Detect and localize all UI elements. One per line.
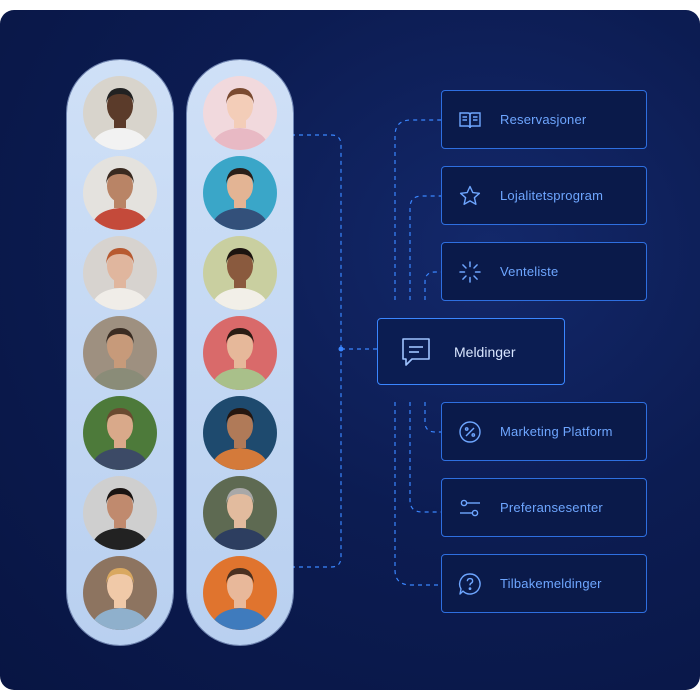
portrait-photo [203,76,277,150]
portrait-photo [83,556,157,630]
people-column-right [187,60,293,645]
hub-card-meldinger[interactable]: Meldinger [377,318,565,385]
service-card-tilbakemeldinger[interactable]: Tilbakemeldinger [441,554,647,613]
help-bubble-icon [458,572,482,596]
connector-top [291,134,342,349]
connector-bottom [291,349,342,568]
integration-diagram: Meldinger Reservasjoner Lojalitetsprogra… [0,10,700,690]
service-card-lojalitetsprogram[interactable]: Lojalitetsprogram [441,166,647,225]
avatar [203,236,277,310]
service-card-preferansesenter[interactable]: Preferansesenter [441,478,647,537]
portrait-photo [83,236,157,310]
portrait-photo [203,316,277,390]
sliders-icon [458,496,482,520]
people-column-left [67,60,173,645]
service-card-marketing-platform[interactable]: Marketing Platform [441,402,647,461]
portrait-photo [203,156,277,230]
avatar [83,476,157,550]
avatar [83,556,157,630]
avatar [203,396,277,470]
portrait-photo [203,396,277,470]
service-label: Preferansesenter [500,500,603,515]
portrait-photo [203,476,277,550]
portrait-photo [203,556,277,630]
service-label: Tilbakemeldinger [500,576,602,591]
avatar [203,76,277,150]
service-card-reservasjoner[interactable]: Reservasjoner [441,90,647,149]
service-label: Marketing Platform [500,424,613,439]
avatar [203,156,277,230]
avatar [83,76,157,150]
avatar [83,316,157,390]
portrait-photo [83,76,157,150]
loading-icon [458,260,482,284]
connector-lojalitet [409,195,441,300]
connector-tilbake [394,402,441,586]
service-label: Lojalitetsprogram [500,188,604,203]
service-card-venteliste[interactable]: Venteliste [441,242,647,301]
hub-label: Meldinger [454,343,516,360]
portrait-photo [83,476,157,550]
connector-preferanse [409,402,441,513]
message-icon [398,334,434,370]
avatar [83,396,157,470]
connector-marketing [424,402,441,433]
avatar [203,556,277,630]
star-icon [458,184,482,208]
book-icon [458,108,482,132]
avatar [83,236,157,310]
connector-venteliste [424,271,441,300]
portrait-photo [203,236,277,310]
portrait-photo [83,316,157,390]
avatar [83,156,157,230]
service-label: Reservasjoner [500,112,587,127]
portrait-photo [83,156,157,230]
avatar [203,476,277,550]
service-label: Venteliste [500,264,559,279]
connector-reservasjoner [394,119,441,300]
portrait-photo [83,396,157,470]
percent-icon [458,420,482,444]
avatar [203,316,277,390]
